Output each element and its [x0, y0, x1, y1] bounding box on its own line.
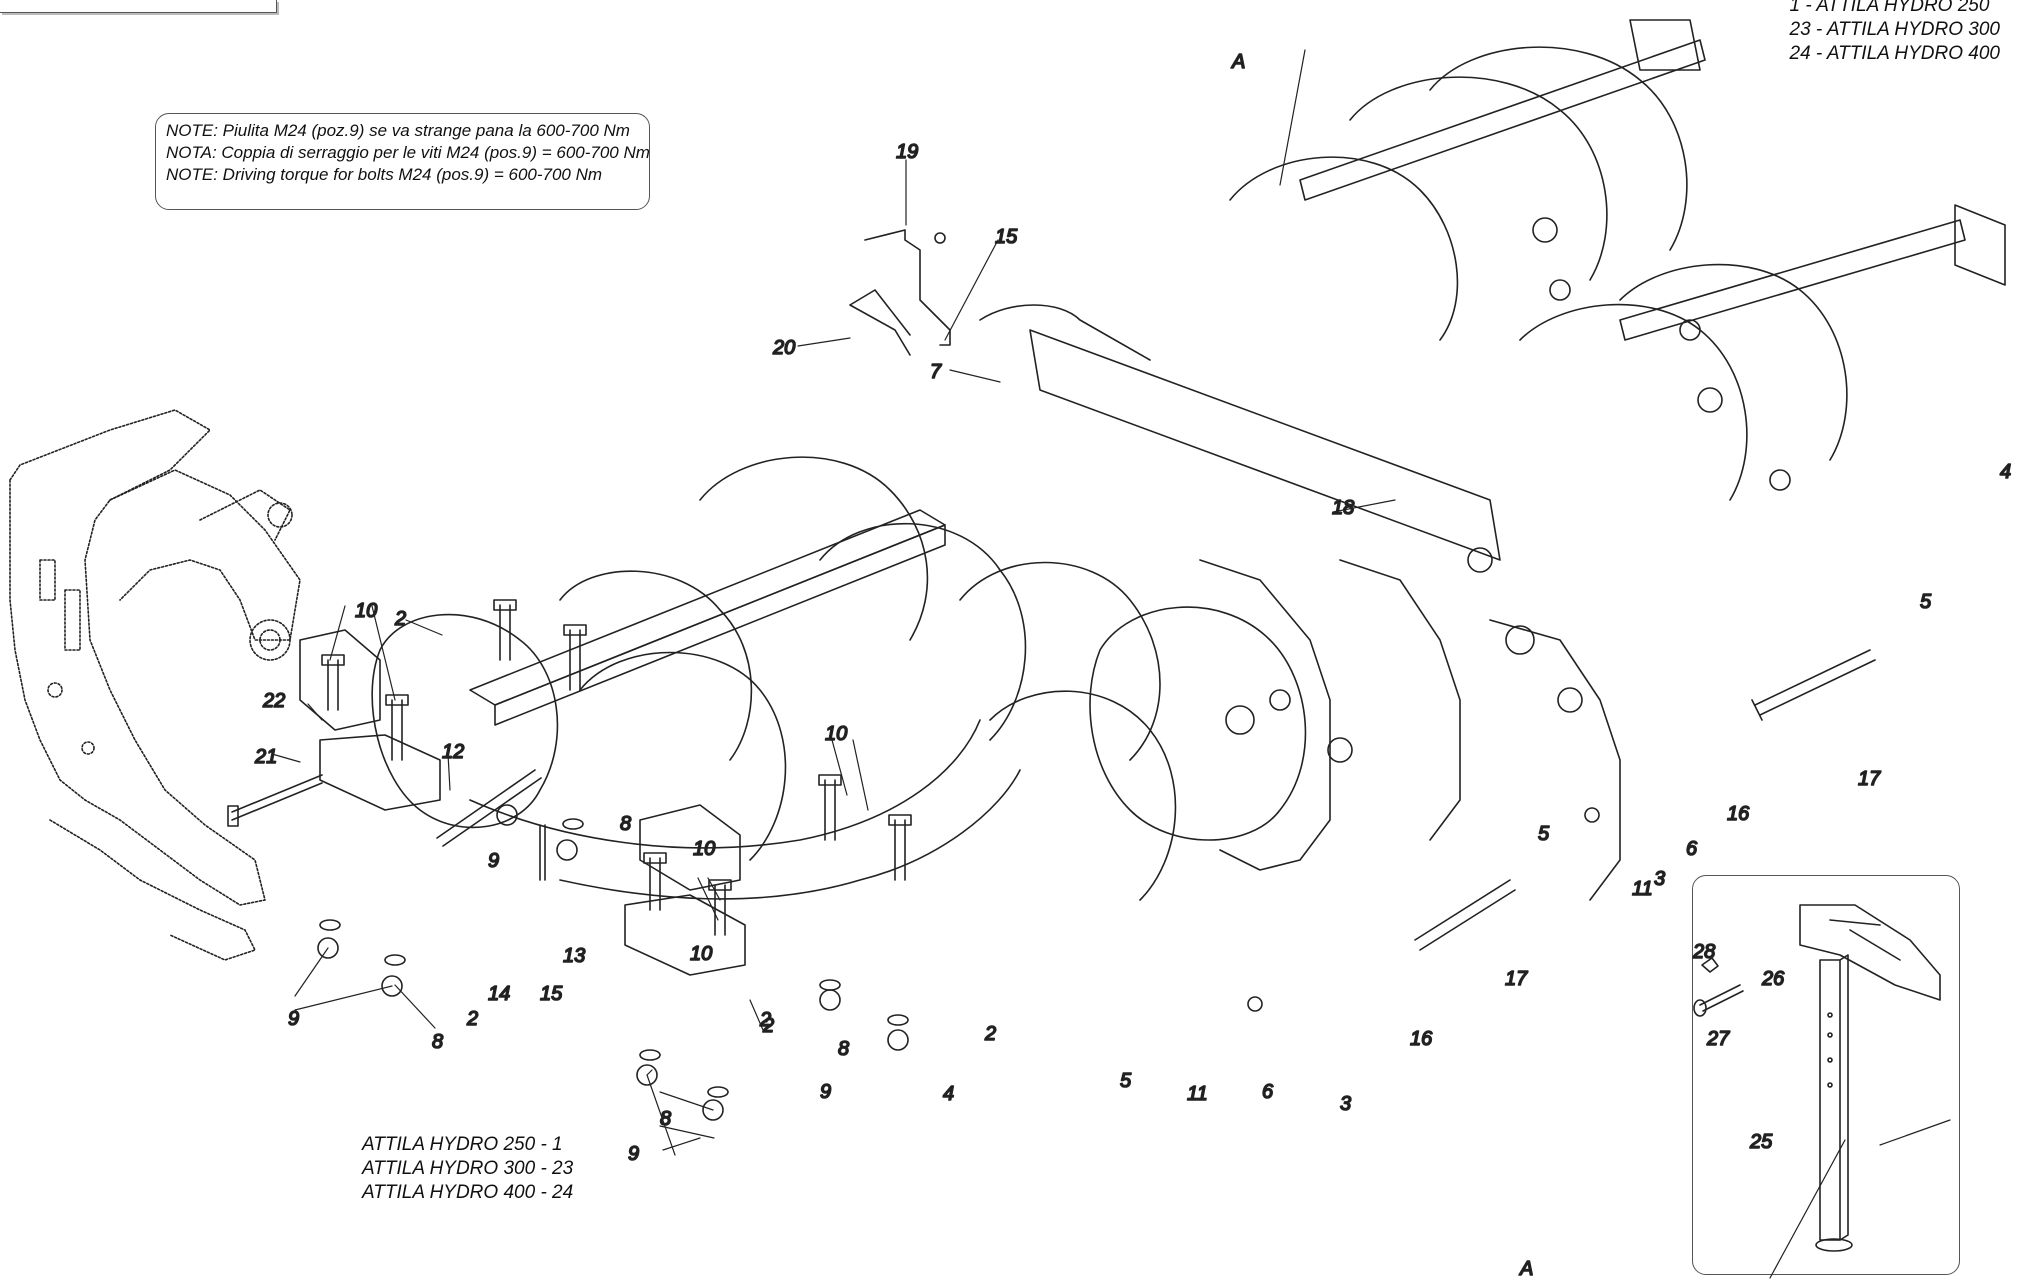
- note-en: NOTE: Driving torque for bolts M24 (pos.…: [166, 165, 603, 184]
- variant-legend-top: 1 - ATTILA HYDRO 250 23 - ATTILA HYDRO 3…: [1790, 0, 2000, 66]
- variant-top-250: 1 - ATTILA HYDRO 250: [1789, 0, 1990, 16]
- callout-5b: 5: [1538, 823, 1550, 845]
- callout-2b: 2: [466, 1008, 478, 1030]
- callout-2a: 2: [394, 608, 406, 630]
- callout-3b: 3: [1654, 868, 1665, 890]
- callout-17b: 17: [1858, 768, 1881, 790]
- callout-10a: 10: [355, 600, 377, 622]
- variant-bottom-300: ATTILA HYDRO 300 - 23: [362, 1158, 574, 1179]
- title-block-corner: [0, 0, 277, 13]
- callout-2c: 2: [762, 1015, 774, 1037]
- callout-6a: 6: [1262, 1081, 1274, 1103]
- callout-16b: 16: [1727, 803, 1750, 825]
- callout-8c: 8: [838, 1038, 849, 1060]
- callout-28: 28: [1692, 941, 1715, 963]
- callout-17a: 17: [1505, 968, 1528, 990]
- callout-8a: 8: [620, 813, 631, 835]
- callout-9d: 9: [628, 1143, 639, 1165]
- variant-top-400: 24 - ATTILA HYDRO 400: [1789, 43, 2000, 64]
- callout-10c: 10: [693, 838, 715, 860]
- callout-13: 13: [563, 945, 585, 967]
- note-it: NOTA: Coppia di serraggio per le viti M2…: [166, 143, 650, 162]
- callout-8d: 8: [660, 1108, 671, 1130]
- callout-4b: 4: [2000, 461, 2011, 483]
- callout-18: 18: [1332, 497, 1354, 519]
- callout-2e: 2: [759, 1009, 771, 1031]
- callout-5a: 5: [1120, 1070, 1132, 1092]
- rotor-module-middle: [959, 304, 1621, 901]
- callout-9c: 9: [820, 1081, 831, 1103]
- callout-3a: 3: [1340, 1093, 1351, 1115]
- callout-11b: 11: [1632, 878, 1653, 900]
- variant-bottom-400: ATTILA HYDRO 400 - 24: [362, 1182, 574, 1203]
- callout-20: 20: [772, 337, 795, 359]
- callout-8b: 8: [432, 1031, 443, 1053]
- callout-25: 25: [1749, 1131, 1773, 1153]
- variant-top-300: 23 - ATTILA HYDRO 300: [1789, 19, 2000, 40]
- callout-15b: 15: [540, 983, 563, 1005]
- callout-5c: 5: [1920, 591, 1932, 613]
- callout-9a: 9: [488, 850, 499, 872]
- callout-7: 7: [930, 361, 942, 383]
- variant-bottom-250: ATTILA HYDRO 250 - 1: [362, 1134, 563, 1155]
- callout-10b: 10: [825, 723, 847, 745]
- callout-15: 15: [995, 226, 1018, 248]
- detail-a-inset: [1692, 875, 1960, 1275]
- callout-22: 22: [262, 690, 285, 712]
- callout-2d: 2: [984, 1023, 996, 1045]
- callout-16a: 16: [1410, 1028, 1433, 1050]
- fasteners: [227, 229, 1876, 1121]
- callout-19: 19: [896, 141, 918, 163]
- note-ro: NOTE: Piulita M24 (poz.9) se va strange …: [166, 121, 630, 140]
- callout-12: 12: [442, 741, 464, 763]
- torque-note-box: NOTE: Piulita M24 (poz.9) se va strange …: [155, 113, 650, 210]
- frame-arm: [9, 409, 301, 961]
- detail-a-marker-top: A: [1231, 51, 1245, 73]
- callout-10d: 10: [690, 943, 712, 965]
- detail-a-parts: [1693, 904, 1941, 1252]
- detail-a-marker-bottom: A: [1519, 1258, 1533, 1280]
- callout-27: 27: [1706, 1028, 1730, 1050]
- callout-9b: 9: [288, 1008, 299, 1030]
- callout-6b: 6: [1686, 838, 1698, 860]
- variant-legend-bottom: ATTILA HYDRO 250 - 1 ATTILA HYDRO 300 - …: [362, 1133, 573, 1205]
- callout-26: 26: [1761, 968, 1785, 990]
- callout-14: 14: [488, 983, 510, 1005]
- leader-lines: [271, 49, 1951, 1279]
- callout-11a: 11: [1187, 1083, 1208, 1105]
- callout-4a: 4: [943, 1083, 954, 1105]
- rotor-module-front: [299, 456, 1027, 976]
- rotor-module-rear: [1229, 19, 2006, 501]
- callout-21: 21: [254, 746, 277, 768]
